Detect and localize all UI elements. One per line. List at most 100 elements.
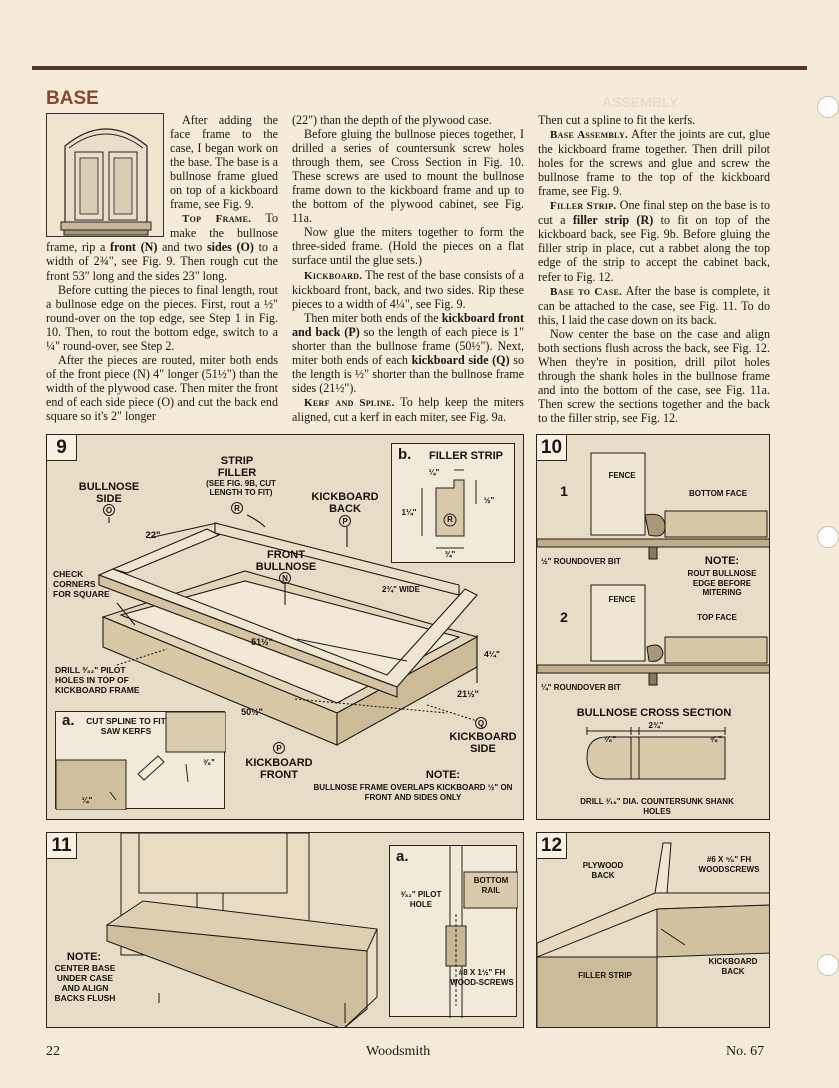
inset-11a: a. ³⁄₃₂" PILOT HOLE BOTTOM RAIL #8 x 1½"… [389, 845, 518, 1018]
paragraph: Before gluing the bullnose pieces togeth… [292, 127, 524, 226]
inset-letter: a. [396, 848, 409, 865]
label-pilot-hole: ³⁄₃₂" PILOT HOLE [400, 890, 442, 909]
label-woodscrews: #6 x ⁵⁄₈" Fh WOODSCREWS [698, 855, 760, 874]
note-head: NOTE: [425, 769, 461, 781]
label-wood-screws: #8 x 1½" Fh WOOD-SCREWS [450, 968, 514, 987]
faint-heading: ASSEMBLY [602, 94, 679, 110]
label-bit-2: ¼" ROUNDOVER BIT [541, 683, 621, 692]
dim-wide: 2¾" WIDE [381, 585, 421, 594]
label-bottom-rail: BOTTOM RAIL [473, 876, 509, 895]
back-detail-drawing [537, 842, 769, 1027]
dim-38: ³⁄₈" [203, 758, 215, 767]
callout-r: R [234, 504, 240, 513]
dim-b-114: 1¼" [401, 508, 417, 517]
label-fence-1: FENCE [608, 471, 636, 480]
label-strip-filler: STRIP FILLER [217, 455, 257, 479]
callout-p: P [342, 517, 348, 526]
issue-number: No. 67 [726, 1044, 765, 1059]
binder-hole [817, 526, 839, 548]
callout-n: N [282, 574, 288, 583]
dim-b-14: ¼" [428, 468, 440, 477]
text-column-1: After adding the face frame to the case,… [46, 113, 278, 423]
paragraph: (22") than the depth of the plywood case… [292, 113, 492, 127]
label-bit-1: ½" ROUNDOVER BIT [541, 557, 621, 566]
figure-10: 10 1 FENCE BOTTOM FACE ½" ROUNDOVER BIT … [536, 434, 770, 820]
label-bottom-face: BOTTOM FACE [688, 489, 748, 498]
figure-11: 11 NOTE: CENTER BASE UNDER CASE AND ALIG… [46, 832, 524, 1028]
run-in-head: Base to Case. [550, 285, 623, 298]
note-text: BULLNOSE FRAME OVERLAPS KICKBOARD ½" ON … [313, 783, 513, 802]
label-drill-shank: DRILL ³⁄₁₆" DIA. COUNTERSUNK SHANK HOLES [580, 797, 734, 816]
figure-9: 9 BULLNOSE SIDE O ST [46, 434, 524, 820]
paragraph: Now glue the miters together to form the… [292, 225, 524, 268]
magazine-name: Woodsmith [366, 1044, 431, 1059]
inset-letter: b. [398, 446, 412, 463]
text-column-3: Then cut a spline to fit the kerfs. Base… [538, 113, 771, 425]
spline-detail [56, 712, 226, 810]
run-in-head: Base Assembly. [550, 129, 629, 142]
callout-p-front: P [276, 744, 282, 753]
label-kickboard-front: KICKBOARD FRONT [245, 757, 313, 781]
label-check-corners: CHECK CORNERS FOR SQUARE [53, 569, 110, 599]
run-in-head: Kickboard. [304, 269, 363, 282]
armoire-thumbnail [46, 113, 164, 237]
label-kickboard-side: KICKBOARD SIDE [449, 731, 517, 755]
paragraph: After adding the face frame to the case,… [170, 113, 278, 212]
inset-letter: a. [62, 712, 75, 729]
label-filler-strip-12: FILLER STRIP [578, 971, 632, 980]
base-exploded-drawing [97, 502, 487, 754]
inset-9b: b. FILLER STRIP ¼" ½" 1¼" ¾" R [391, 443, 515, 563]
run-in-head: Top Frame. [182, 213, 252, 226]
figure-number: 11 [47, 833, 77, 859]
callout-o: O [105, 506, 113, 515]
pilot-hole-detail [445, 846, 518, 1018]
note-text-10: ROUT BULLNOSE EDGE BEFORE MITERING [687, 569, 757, 597]
label-strip-note: (SEE FIG. 9b, CUT LENGTH TO FIT) [206, 479, 276, 497]
figure-12: 12 PLYWOOD BACK #6 x ⁵⁄₈" Fh WOODSCREWS … [536, 832, 770, 1028]
run-in-head: Filler Strip. [550, 200, 617, 213]
filler-strip-detail [421, 469, 477, 549]
paragraph: After the pieces are routed, miter both … [46, 352, 278, 423]
figure-number: 10 [537, 435, 567, 461]
label-filler-strip: FILLER STRIP [429, 450, 503, 462]
run-in-head: Kerf and Spline. [304, 396, 395, 409]
dim-14: ¼" [81, 796, 93, 805]
label-fence-2: FENCE [608, 595, 636, 604]
label-plywood-back: PLYWOOD BACK [582, 861, 624, 880]
dim-51: 51½" [251, 637, 273, 647]
callout-b-r: R [447, 515, 453, 524]
label-front-bullnose: FRONT BULLNOSE [255, 549, 317, 573]
note-head-11: NOTE: [66, 951, 102, 963]
label-cross-section: BULLNOSE CROSS SECTION [576, 707, 732, 719]
paragraph: Now center the base on the case and alig… [538, 326, 770, 425]
dim-b-12: ½" [483, 496, 495, 505]
figure-number: 9 [47, 435, 77, 461]
page-number: 22 [46, 1044, 60, 1059]
binder-hole [817, 96, 839, 118]
dim-22: 22" [145, 530, 161, 541]
label-bullnose-side: BULLNOSE SIDE [78, 481, 140, 505]
dim-78: ⁷⁄₈" [603, 735, 617, 744]
dim-21: 21½" [457, 689, 479, 699]
label-cut-spline: CUT SPLINE TO FIT SAW KERFS [86, 716, 166, 736]
paragraph: Before cutting the pieces to final lengt… [46, 282, 278, 353]
inset-9a: a. CUT SPLINE TO FIT SAW KERFS ³⁄₈" ¼" [55, 711, 226, 810]
label-kickboard-back-12: KICKBOARD BACK [708, 957, 758, 976]
text-column-2: (22") than the depth of the plywood case… [292, 113, 525, 424]
note-text-11: CENTER BASE UNDER CASE AND ALIGN BACKS F… [54, 963, 116, 1003]
dim-4: 4¼" [484, 649, 500, 659]
label-drill-pilot: DRILL ³⁄₃₂" PILOT HOLES IN TOP OF KICKBO… [55, 665, 140, 695]
dim-38: ³⁄₈" [710, 735, 722, 744]
label-kickboard-back: KICKBOARD BACK [311, 491, 379, 515]
armoire-illustration [60, 128, 152, 236]
dim-234: 2¾" [648, 721, 664, 730]
step-1: 1 [560, 483, 568, 499]
section-title: BASE [46, 88, 99, 109]
figure-number: 12 [537, 833, 567, 859]
callout-q: Q [477, 719, 485, 728]
base-to-case-drawing [105, 833, 378, 1027]
note-head-10: NOTE: [704, 555, 740, 567]
paragraph: Then cut a spline to fit the kerfs. [538, 113, 696, 127]
header-rule [32, 66, 807, 70]
step-2: 2 [560, 609, 568, 625]
